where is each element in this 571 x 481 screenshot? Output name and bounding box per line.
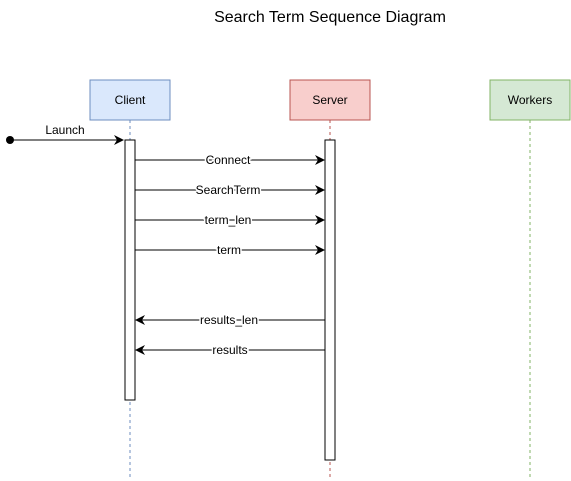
message-term-label: term [217, 243, 241, 257]
message-connect[interactable]: Connect [135, 152, 325, 169]
participant-workers-label: Workers [508, 93, 552, 107]
message-term-len-label: term_len [205, 213, 252, 227]
message-launch[interactable]: Launch [6, 123, 124, 145]
activation-bar-client[interactable] [124, 139, 136, 401]
message-searchterm-label: SearchTerm [196, 183, 261, 197]
message-searchterm[interactable]: SearchTerm [135, 182, 325, 199]
message-results-len-label: results_len [200, 313, 258, 327]
participant-client-label: Client [115, 93, 146, 107]
message-results[interactable]: results [135, 342, 325, 359]
participant-workers[interactable]: Workers [489, 79, 571, 121]
message-connect-label: Connect [206, 153, 251, 167]
message-term-len[interactable]: term_len [135, 212, 325, 229]
participant-server-label: Server [312, 93, 347, 107]
message-results-len[interactable]: results_len [135, 312, 325, 329]
message-results-label: results [212, 343, 247, 357]
activation-bar-server[interactable] [324, 139, 336, 461]
participant-client[interactable]: Client [89, 79, 171, 121]
diagram-title: Search Term Sequence Diagram [214, 9, 446, 26]
message-launch-label: Launch [45, 123, 84, 137]
participant-server[interactable]: Server [289, 79, 371, 121]
message-term[interactable]: term [135, 242, 325, 259]
